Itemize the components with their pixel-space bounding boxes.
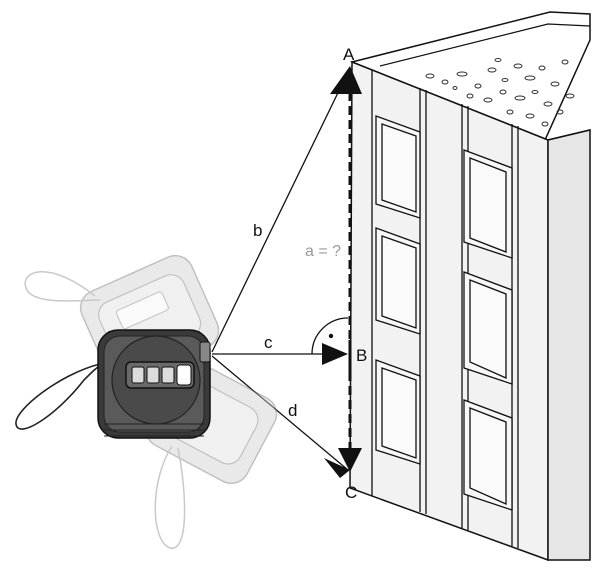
- arrowheads: [322, 66, 362, 478]
- arrow-b-icon: [322, 343, 348, 365]
- label-line-c: c: [264, 333, 273, 352]
- building-side-face: [547, 129, 591, 561]
- label-point-c: C: [345, 483, 357, 502]
- right-angle-marker-icon: [311, 317, 349, 355]
- device-grip-ridges: [104, 423, 204, 437]
- window-column-right: [463, 149, 513, 511]
- label-point-b: B: [356, 346, 367, 365]
- device-buttons: [131, 364, 192, 386]
- roof-parapet-inner: [379, 23, 591, 67]
- line-b: [211, 67, 351, 353]
- roof-gravel: [425, 58, 575, 127]
- label-line-d: d: [288, 401, 297, 420]
- label-line-b: b: [253, 221, 262, 240]
- device-lanyard: [15, 363, 103, 430]
- arrow-c-icon: [324, 458, 350, 478]
- building: [349, 11, 591, 562]
- label-unknown-height: a = ?: [305, 243, 341, 260]
- arrow-a-icon: [330, 66, 362, 94]
- label-point-a: A: [343, 45, 355, 64]
- device-laser-window: [199, 341, 211, 363]
- measurement-lines: [211, 67, 352, 471]
- arrow-c-tip-icon: [338, 448, 362, 472]
- window-column-left: [375, 115, 421, 465]
- line-d: [211, 355, 349, 471]
- laser-rangefinder-icon: [15, 329, 211, 439]
